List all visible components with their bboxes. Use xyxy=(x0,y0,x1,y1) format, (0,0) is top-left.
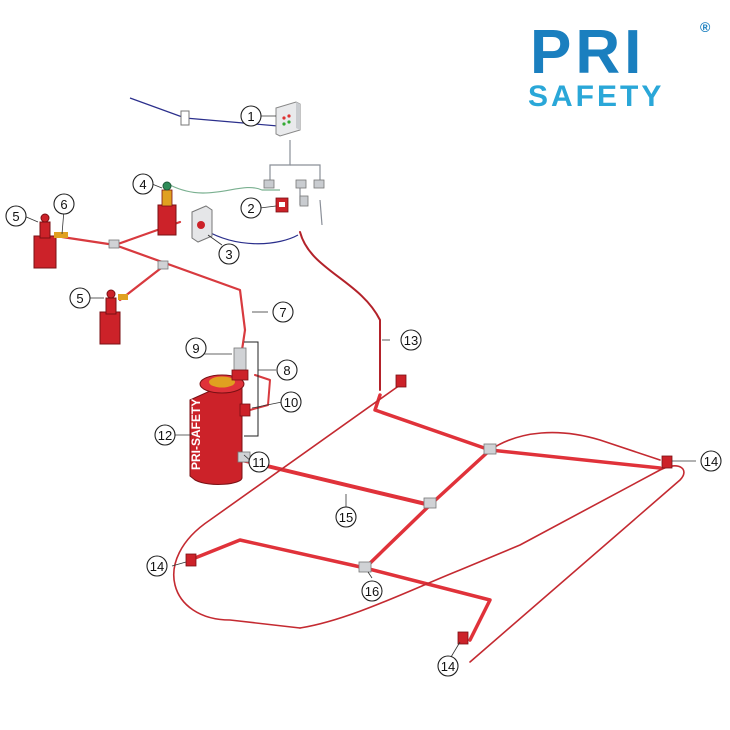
brand-logo: PRI SAFETY ® xyxy=(528,18,711,113)
callout-c5a: 5 xyxy=(5,205,27,227)
cylinder-valve xyxy=(233,347,247,371)
callout-circle xyxy=(700,450,722,472)
nozzle-valve-left xyxy=(33,213,68,269)
callout-leaders xyxy=(23,115,696,663)
callout-label: 7 xyxy=(279,305,286,320)
callout-circle xyxy=(218,243,240,265)
callout-label: 13 xyxy=(404,333,418,348)
callout-label: 5 xyxy=(12,209,19,224)
discharge-outlet xyxy=(237,451,251,463)
callout-c14c: 14 xyxy=(437,655,459,677)
callout-label: 4 xyxy=(139,177,146,192)
callout-label: 9 xyxy=(192,341,199,356)
manual-call-point xyxy=(275,197,289,213)
callout-c16: 16 xyxy=(361,580,383,602)
callout-c11: 11 xyxy=(248,451,270,473)
callout-circle xyxy=(335,506,357,528)
callout-label: 14 xyxy=(441,659,455,674)
callout-circle xyxy=(248,451,270,473)
callout-circle xyxy=(240,105,262,127)
callout-circle xyxy=(361,580,383,602)
pipe-fittings xyxy=(108,239,497,573)
cylinder-label-text: PRI-SAFETY xyxy=(189,399,203,470)
callout-circle xyxy=(53,193,75,215)
callout-c14b: 14 xyxy=(146,555,168,577)
callout-c2: 2 xyxy=(240,197,262,219)
callout-c1: 1 xyxy=(240,105,262,127)
callout-c10: 10 xyxy=(280,391,302,413)
detector-manifold xyxy=(263,179,325,207)
callout-label: 2 xyxy=(247,201,254,216)
callout-label: 15 xyxy=(339,510,353,525)
control-panel xyxy=(275,101,301,137)
logo-brand-text: PRI xyxy=(530,18,645,87)
callout-c14a: 14 xyxy=(700,450,722,472)
callout-circle xyxy=(280,391,302,413)
nozzle-valve-top xyxy=(157,181,177,236)
pressure-switch xyxy=(239,403,251,417)
callout-label: 12 xyxy=(158,428,172,443)
callout-circle xyxy=(5,205,27,227)
logo-tagline-text: SAFETY xyxy=(528,80,664,113)
nozzle-valve-lower xyxy=(99,289,128,345)
abort-switch xyxy=(191,205,213,243)
agent-cylinder: PRI-SAFETY xyxy=(189,347,251,485)
callout-circle xyxy=(132,173,154,195)
callout-c13: 13 xyxy=(400,329,422,351)
callout-label: 11 xyxy=(252,455,266,470)
callout-circle xyxy=(400,329,422,351)
callout-c5b: 5 xyxy=(69,287,91,309)
callout-circle xyxy=(437,655,459,677)
callout-circle xyxy=(185,337,207,359)
callout-label: 16 xyxy=(365,584,379,599)
wall-junction-box xyxy=(180,110,190,126)
callout-c6: 6 xyxy=(53,193,75,215)
callout-label: 10 xyxy=(284,395,298,410)
callout-c7: 7 xyxy=(272,301,294,323)
callout-c12: 12 xyxy=(154,424,176,446)
callout-circle xyxy=(276,359,298,381)
callout-c15: 15 xyxy=(335,506,357,528)
callout-label: 6 xyxy=(60,197,67,212)
callout-c3: 3 xyxy=(218,243,240,265)
end-brackets xyxy=(185,374,673,645)
callout-label: 14 xyxy=(150,559,164,574)
callout-label: 3 xyxy=(225,247,232,262)
callout-circle xyxy=(240,197,262,219)
callout-8-bracket xyxy=(244,341,259,437)
callout-label: 1 xyxy=(247,109,254,124)
callout-c8: 8 xyxy=(276,359,298,381)
callout-label: 5 xyxy=(76,291,83,306)
callout-circle xyxy=(146,555,168,577)
callout-c9: 9 xyxy=(185,337,207,359)
callout-label: 8 xyxy=(283,363,290,378)
callout-circle xyxy=(272,301,294,323)
callout-circle xyxy=(69,287,91,309)
callout-c4: 4 xyxy=(132,173,154,195)
callout-circle xyxy=(154,424,176,446)
logo-registered-mark: ® xyxy=(700,19,711,35)
callout-label: 14 xyxy=(704,454,718,469)
